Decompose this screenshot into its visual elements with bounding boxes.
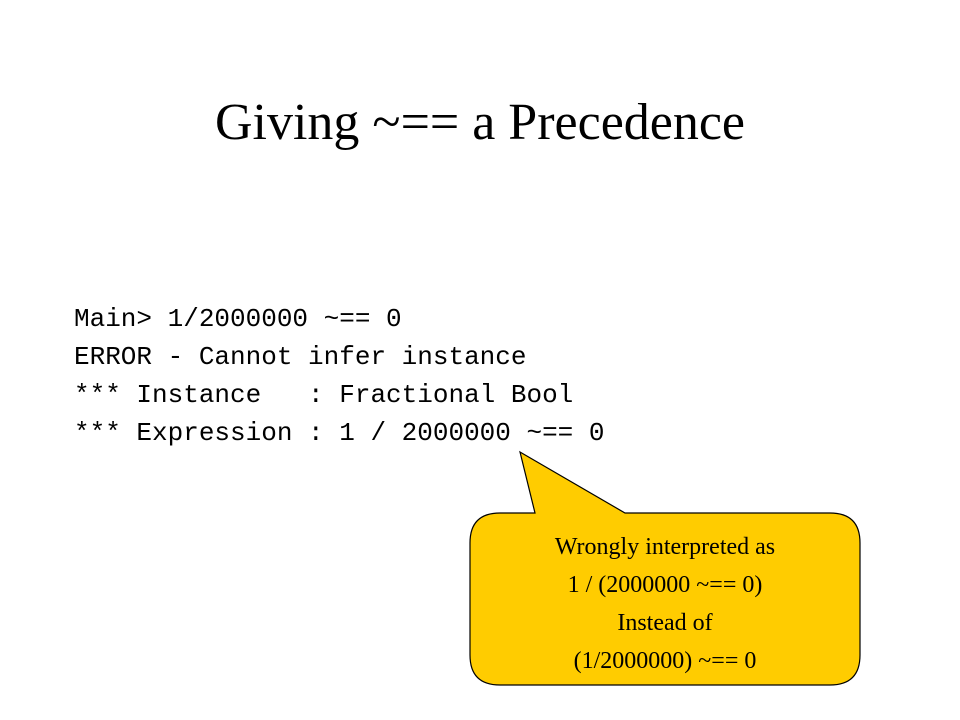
code-line-error: ERROR - Cannot infer instance (74, 342, 527, 372)
code-line-prompt: Main> 1/2000000 ~== 0 (74, 304, 402, 334)
code-line-expression: *** Expression : 1 / 2000000 ~== 0 (74, 418, 605, 448)
callout-line-2: 1 / (2000000 ~== 0) (567, 572, 763, 598)
code-line-instance: *** Instance : Fractional Bool (74, 380, 574, 410)
callout-line-1: Wrongly interpreted as (554, 534, 776, 560)
callout-text: Wrongly interpreted as 1 / (2000000 ~== … (470, 528, 860, 680)
callout-line-3: Instead of (617, 610, 713, 636)
code-block: Main> 1/2000000 ~== 0 ERROR - Cannot infe… (74, 300, 605, 452)
callout-line-4: (1/2000000) ~== 0 (573, 648, 757, 674)
slide-title: Giving ~== a Precedence (214, 94, 746, 151)
